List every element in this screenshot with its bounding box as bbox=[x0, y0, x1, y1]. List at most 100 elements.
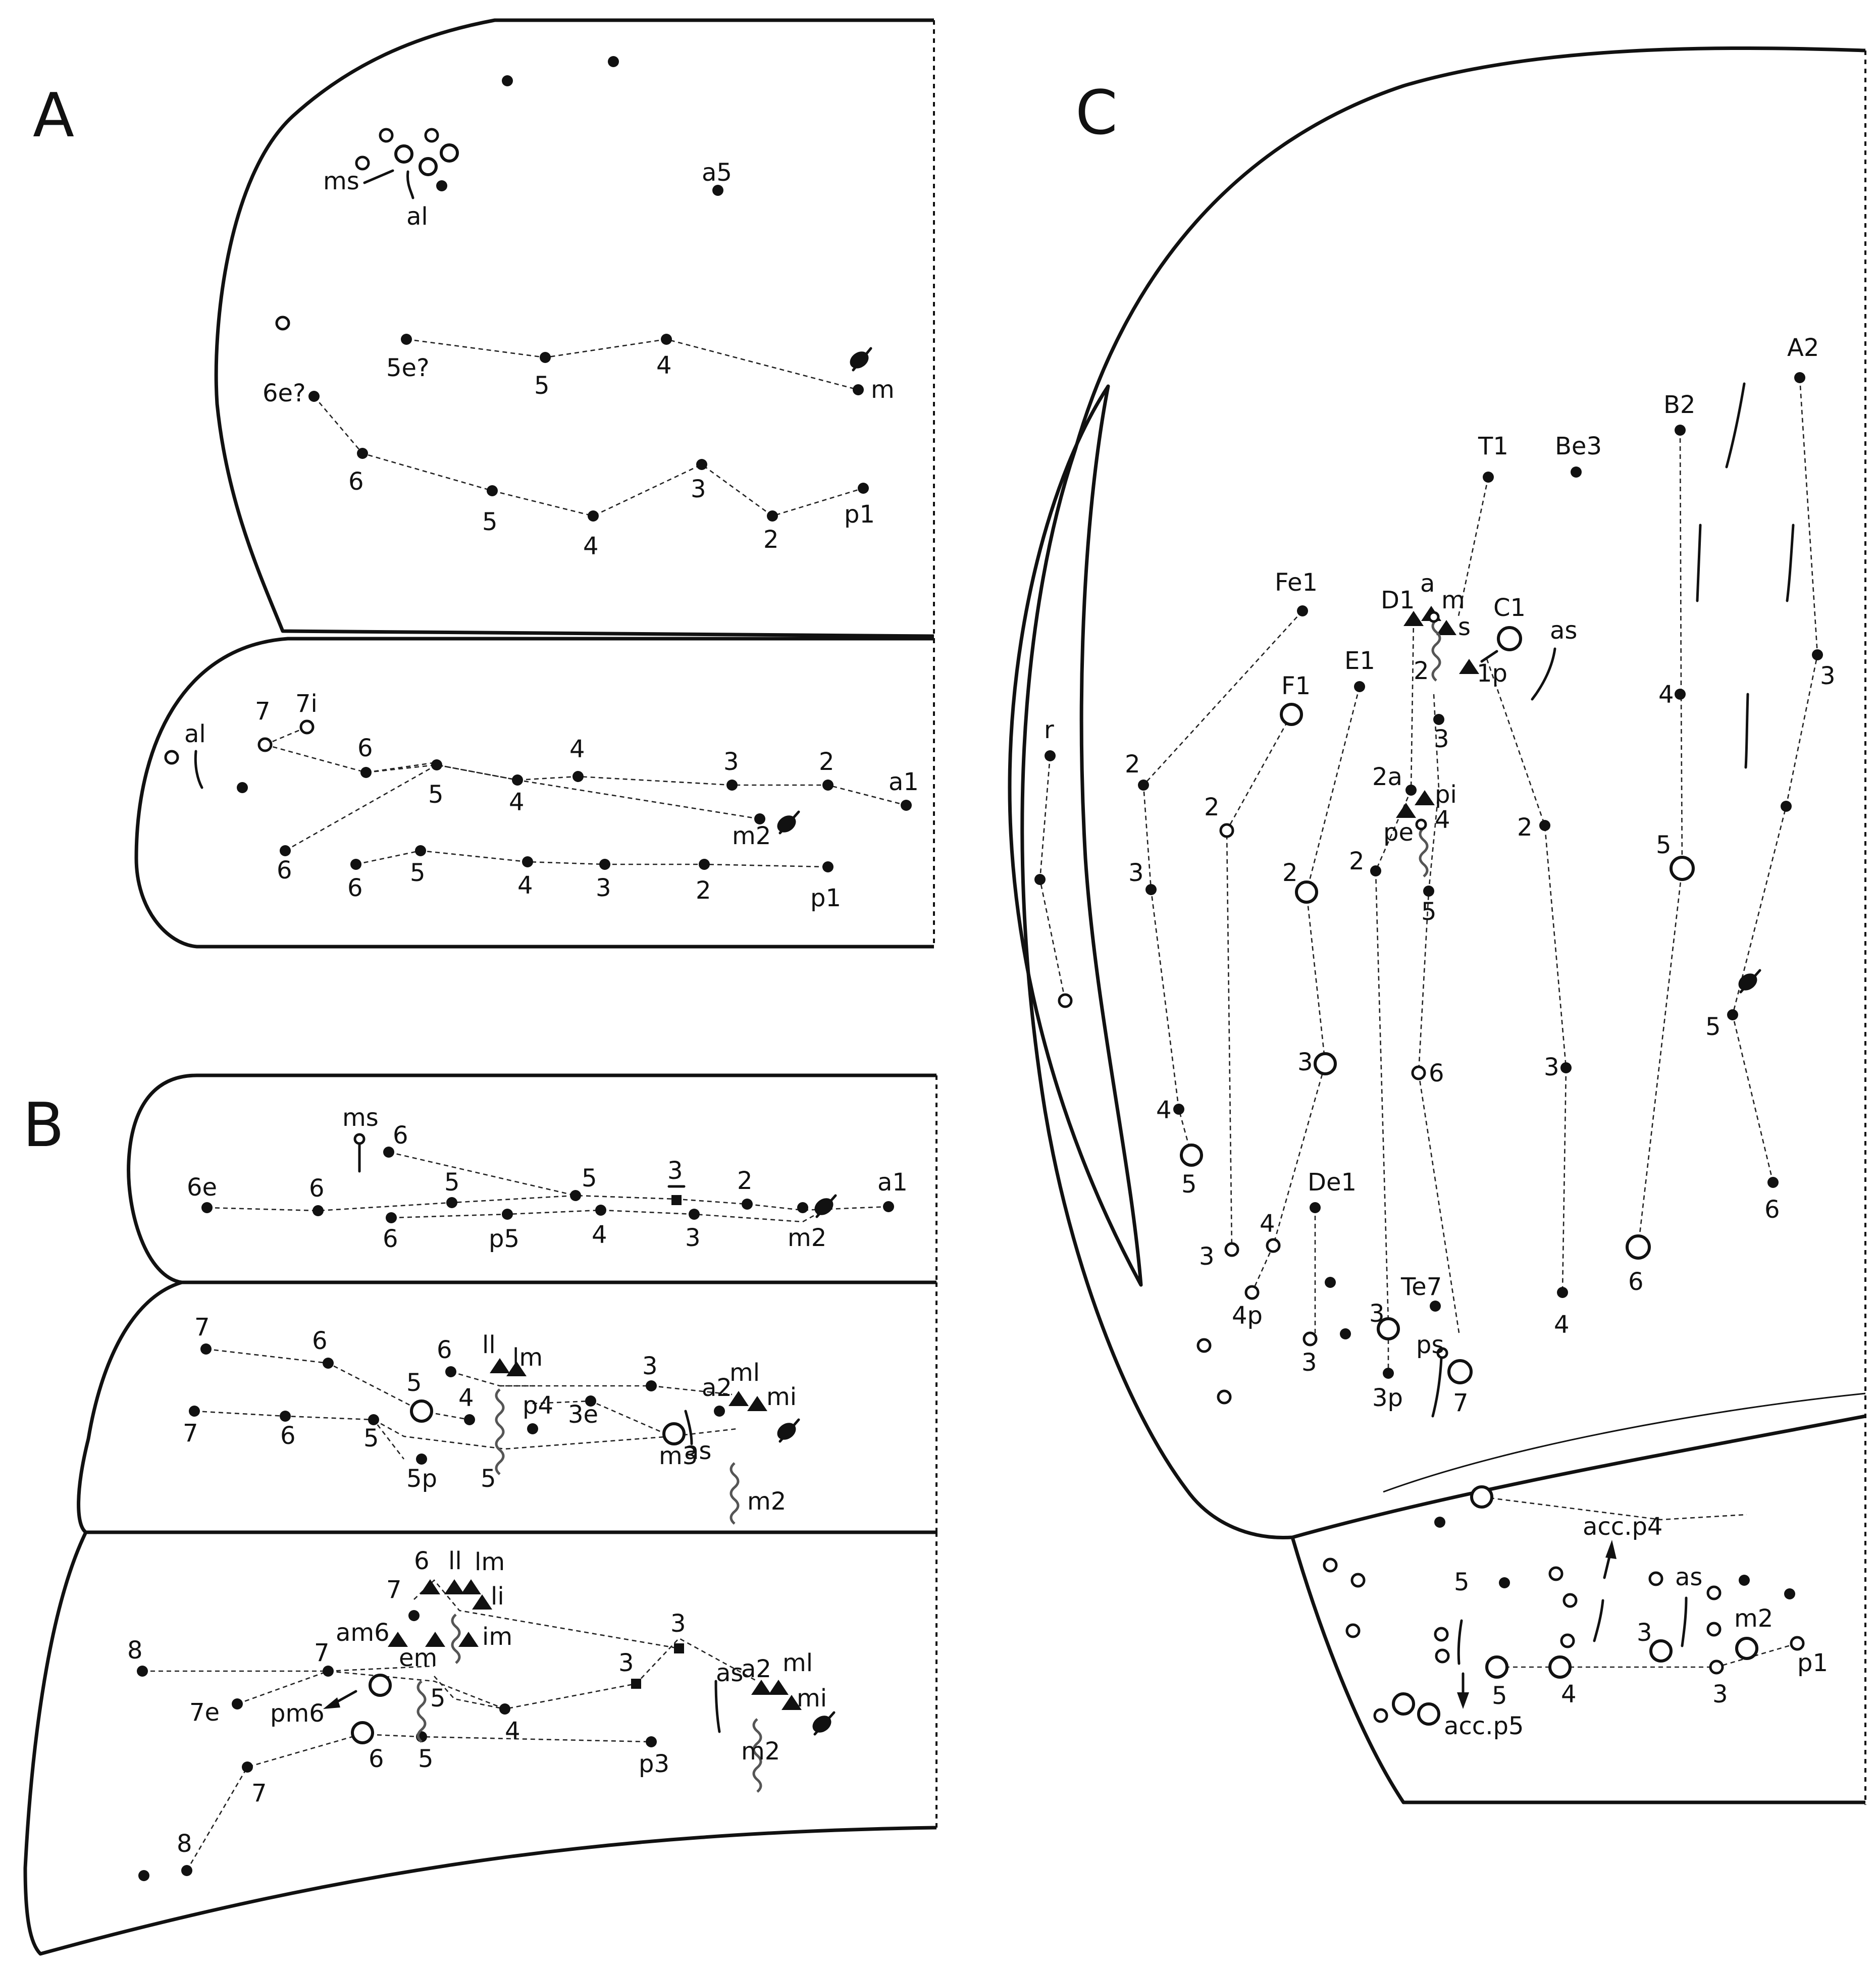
label: Te7 bbox=[1400, 1273, 1442, 1301]
label: 3 bbox=[642, 1352, 658, 1380]
seta-3 bbox=[726, 780, 738, 791]
label: 5 bbox=[418, 1745, 434, 1773]
label: E1 bbox=[1344, 647, 1375, 675]
sensillum-pi bbox=[1415, 790, 1435, 805]
label: a1 bbox=[877, 1168, 908, 1197]
label: F1 bbox=[1281, 672, 1311, 700]
label: m3 bbox=[659, 1442, 698, 1470]
macroseta-wavy bbox=[1431, 619, 1441, 682]
label: al bbox=[406, 202, 428, 231]
pseudopore bbox=[1706, 1622, 1722, 1637]
macroseta-5 bbox=[1180, 1144, 1203, 1167]
macroseta-7 bbox=[1447, 1359, 1473, 1384]
macroseta-socket bbox=[394, 144, 413, 164]
label: 3 bbox=[618, 1649, 634, 1677]
seta-7 bbox=[189, 1406, 200, 1417]
seta-5 bbox=[1423, 886, 1434, 897]
seta-4p bbox=[1244, 1285, 1260, 1300]
panel-b-seg2-row-p bbox=[194, 1410, 405, 1460]
seta-3 bbox=[696, 459, 707, 470]
label: al bbox=[184, 720, 206, 748]
label: A2 bbox=[1787, 334, 1819, 362]
seta-3 bbox=[646, 1380, 657, 1391]
label: 2 bbox=[737, 1167, 753, 1195]
seta-4 bbox=[661, 334, 672, 345]
macroseta-5 bbox=[1670, 856, 1695, 881]
al-seta bbox=[194, 750, 203, 789]
seta-6 bbox=[312, 1205, 324, 1216]
label: pm6 bbox=[270, 1699, 325, 1728]
seta-p1 bbox=[822, 861, 833, 872]
label: acc.p4 bbox=[1583, 1513, 1662, 1541]
label: 3 bbox=[685, 1224, 701, 1252]
label: pe bbox=[1383, 818, 1414, 847]
macroseta-5-wavy bbox=[495, 1388, 505, 1475]
panel-b-seg2-outline bbox=[77, 1280, 936, 1534]
seta-4 bbox=[595, 1205, 606, 1216]
sensillum-mi bbox=[747, 1396, 767, 1411]
label: 5 bbox=[428, 781, 444, 809]
macroseta-5 bbox=[410, 1399, 433, 1423]
label: 3 bbox=[1820, 662, 1836, 690]
label: m bbox=[1441, 586, 1465, 614]
label: 6 bbox=[369, 1745, 384, 1773]
label: a2 bbox=[702, 1374, 732, 1402]
seta-4 bbox=[588, 510, 599, 522]
macroseta-5-wavy bbox=[416, 1680, 427, 1743]
panel-a: A ms bbox=[33, 18, 935, 949]
macroseta-socket bbox=[419, 157, 438, 176]
pseudopore bbox=[1648, 1571, 1663, 1586]
seta-3-square bbox=[674, 1643, 684, 1653]
macroseta-4 bbox=[1548, 1655, 1572, 1679]
seta-6 bbox=[280, 1411, 291, 1422]
macroseta-wavy bbox=[1419, 827, 1429, 877]
label: ml bbox=[783, 1649, 813, 1677]
seta-3 bbox=[1433, 714, 1444, 725]
seta bbox=[1340, 1328, 1351, 1339]
label: ll bbox=[482, 1331, 496, 1359]
macroseta-im-wavy bbox=[451, 1614, 461, 1664]
panel-c-head-outline bbox=[1020, 46, 1866, 1540]
seta-6 bbox=[1767, 1177, 1779, 1188]
label: 5 bbox=[430, 1684, 446, 1713]
seta-7 bbox=[408, 1610, 420, 1621]
seta-B2 bbox=[1675, 425, 1686, 436]
macroseta-3 bbox=[1377, 1317, 1400, 1340]
macroseta-5 bbox=[1485, 1655, 1508, 1679]
label: 5p bbox=[406, 1465, 437, 1493]
label: m2 bbox=[732, 822, 771, 850]
trichobothrium-shaft bbox=[1739, 969, 1761, 994]
acc-p5-arrowhead bbox=[1457, 1692, 1469, 1709]
seta-5 bbox=[415, 845, 426, 856]
label: 4 bbox=[1260, 1210, 1275, 1238]
label: a1 bbox=[889, 768, 919, 796]
label: 2 bbox=[1125, 750, 1140, 779]
label: m2 bbox=[747, 1487, 786, 1516]
label: 4 bbox=[1561, 1680, 1577, 1708]
label: 5 bbox=[1421, 898, 1437, 926]
pseudopore bbox=[1217, 1389, 1232, 1405]
seta-4 bbox=[572, 771, 584, 782]
label: 6 bbox=[437, 1336, 452, 1364]
macroseta bbox=[1786, 524, 1795, 602]
seta-Be3 bbox=[1571, 466, 1582, 478]
seta-2 bbox=[699, 859, 710, 870]
panel-c-row-D bbox=[1375, 619, 1415, 1373]
macroseta bbox=[1696, 524, 1702, 602]
socket bbox=[1428, 611, 1440, 623]
seta-6 bbox=[386, 1212, 397, 1223]
label: D1 bbox=[1381, 586, 1415, 614]
seta-4 bbox=[1557, 1287, 1568, 1298]
seta-a2 bbox=[714, 1406, 725, 1417]
label: 7 bbox=[194, 1313, 210, 1341]
label: p4 bbox=[523, 1391, 553, 1420]
macroseta-6 bbox=[1626, 1234, 1651, 1260]
pseudopore bbox=[1435, 1648, 1450, 1664]
panel-a-row-m bbox=[406, 338, 859, 391]
panel-b-seg2-row-a2 bbox=[450, 1371, 733, 1395]
seta-5 bbox=[446, 1197, 457, 1208]
pseudopore bbox=[379, 128, 394, 143]
sensillum-pe bbox=[1396, 803, 1416, 818]
1p-link bbox=[1480, 650, 1498, 663]
